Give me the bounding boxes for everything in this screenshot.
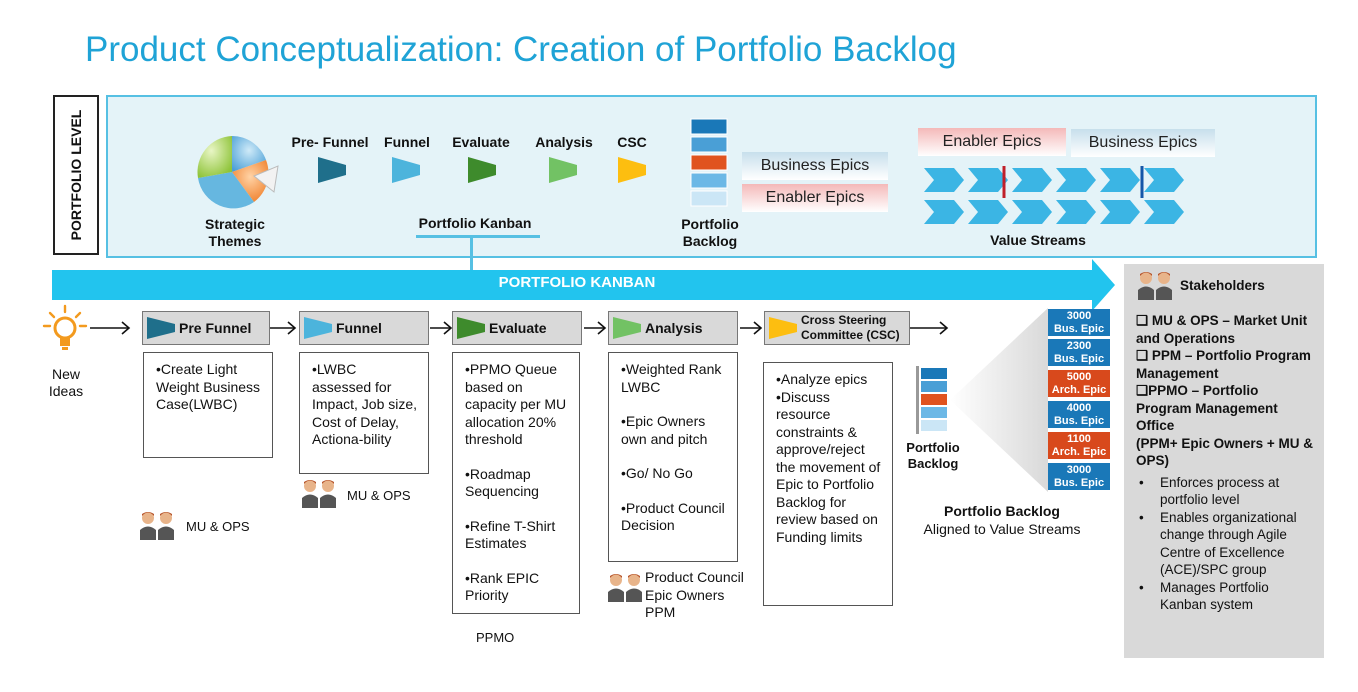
list-item: •Roadmap Sequencing (465, 465, 539, 500)
people-icon (608, 574, 642, 602)
people-icon (302, 480, 336, 508)
value-stream-business-epics-tag: Business Epics (1071, 129, 1215, 157)
list-item: •Product Council Decision (621, 499, 725, 534)
analysis-owner: Product Council Epic Owners PPM (645, 569, 744, 620)
portfolio-level-label: PORTFOLIO LEVEL (53, 95, 99, 255)
funnel-flag-icon (304, 317, 332, 339)
stage-csc-description: •Analyze epics •Discuss resource constra… (763, 362, 893, 606)
csc-flag-icon (618, 157, 646, 183)
bottom-backlog-title: Portfolio Backlog (944, 503, 1060, 519)
top-backlog-stack-icon (690, 118, 728, 207)
list-item: •Epic Owners own and pitch (621, 413, 708, 447)
kanban-connector-line (470, 235, 473, 277)
list-item: •Go/ No Go (621, 465, 693, 481)
top-stage-pre-funnel-label: Pre- Funnel (291, 134, 369, 150)
stage-pre-funnel-header: Pre Funnel (142, 311, 270, 345)
stakeholder-bullets: Enforces process at portfolio level Enab… (1136, 474, 1314, 614)
value-stream-enabler-epics-tag: Enabler Epics (918, 128, 1066, 156)
stage-funnel-header: Funnel (299, 311, 429, 345)
pre-funnel-flag-icon (147, 317, 175, 339)
evaluate-owner: PPMO (476, 630, 515, 645)
portfolio-kanban-bar-label: PORTFOLIO KANBAN (498, 274, 656, 291)
stage-csc-header: Cross Steering Committee (CSC) (764, 311, 910, 345)
top-stage-csc-label: CSC (617, 134, 647, 150)
portfolio-kanban-label: Portfolio Kanban (418, 215, 532, 231)
bottom-backlog-icon-label: Portfolio Backlog (906, 440, 960, 471)
stakeholders-title: Stakeholders (1180, 277, 1265, 293)
page-title: Product Conceptualization: Creation of P… (85, 30, 957, 69)
stakeholder-role: (PPM+ Epic Owners + MU & OPS) (1136, 435, 1314, 469)
lightbulb-icon (42, 304, 88, 350)
list-item: •PPMO Queue based on capacity per MU all… (465, 361, 567, 447)
stakeholder-role: ❑ PPM – Portfolio Program Management (1136, 348, 1311, 381)
list-item: •Analyze epics (776, 371, 868, 387)
stakeholder-role: ❑PPMO – Portfolio Program Management Off… (1136, 383, 1278, 433)
top-business-epics-tag: Business Epics (742, 152, 888, 180)
stage-pre-funnel-description: •Create Light Weight Business Case(LWBC) (143, 352, 273, 458)
top-stage-analysis-label: Analysis (535, 134, 593, 150)
backlog-callout-wedge (950, 308, 1048, 492)
list-item: Manages Portfolio Kanban system (1139, 579, 1314, 614)
list-item: •Refine T-Shirt Estimates (465, 517, 556, 552)
top-backlog-label: Portfolio Backlog (681, 216, 739, 249)
kanban-bracket-line (416, 235, 540, 238)
strategic-themes-pie-icon (197, 135, 279, 209)
value-streams-chevrons-icon (924, 166, 1184, 224)
bottom-backlog-stack-icon (916, 366, 947, 434)
stage-funnel-description: •LWBC assessed for Impact, Job size, Cos… (299, 352, 429, 474)
top-stage-funnel-label: Funnel (384, 134, 430, 150)
bottom-backlog-subtitle: Aligned to Value Streams (923, 521, 1081, 537)
strategic-themes-label: Strategic Themes (205, 216, 265, 249)
evaluate-flag-icon (457, 317, 485, 339)
list-item: •Discuss resource constraints & approve/… (776, 388, 881, 545)
people-icon (140, 512, 174, 540)
people-icon (1138, 272, 1172, 300)
top-enabler-epics-tag: Enabler Epics (742, 184, 888, 212)
csc-flag-icon (769, 317, 797, 339)
stage-analysis-header: Analysis (608, 311, 738, 345)
stage-analysis-description: •Weighted Rank LWBC •Epic Owners own and… (608, 352, 738, 562)
list-item: •Create Light Weight Business Case(LWBC) (156, 361, 261, 412)
funnel-owner: MU & OPS (347, 488, 411, 503)
pre-funnel-flag-icon (318, 157, 346, 183)
stakeholder-role: ❑ MU & OPS – Market Unit and Operations (1136, 313, 1308, 346)
new-ideas-label: New Ideas (48, 366, 84, 399)
list-item: Enforces process at portfolio level (1139, 474, 1314, 509)
list-item: Enables organizational change through Ag… (1139, 509, 1314, 579)
value-streams-label: Value Streams (990, 232, 1086, 248)
list-item: •Weighted Rank LWBC (621, 361, 722, 395)
portfolio-kanban-arrow (52, 259, 1115, 311)
pre-funnel-owner: MU & OPS (186, 519, 250, 534)
stage-evaluate-description: •PPMO Queue based on capacity per MU all… (452, 352, 580, 614)
analysis-flag-icon (549, 157, 577, 183)
stage-evaluate-header: Evaluate (452, 311, 582, 345)
stakeholders-panel: Stakeholders ❑ MU & OPS – Market Unit an… (1124, 264, 1324, 658)
list-item: •LWBC assessed for Impact, Job size, Cos… (312, 361, 418, 447)
evaluate-flag-icon (468, 157, 496, 183)
funnel-flag-icon (392, 157, 420, 183)
top-stage-evaluate-label: Evaluate (452, 134, 510, 150)
analysis-flag-icon (613, 317, 641, 339)
list-item: •Rank EPIC Priority (465, 569, 540, 604)
